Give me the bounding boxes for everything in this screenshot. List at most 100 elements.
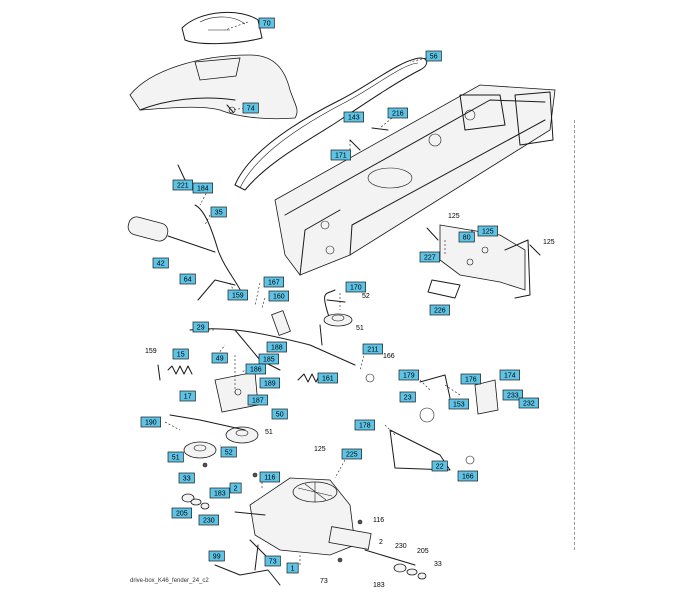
callout-number: 29 — [197, 325, 205, 332]
callout-number: 216 — [392, 111, 404, 118]
plain-label-183: 183 — [373, 582, 385, 589]
plain-label-125: 125 — [448, 213, 460, 220]
callout-number: 143 — [348, 115, 360, 122]
callout-box — [258, 353, 279, 365]
drive-belt — [234, 57, 428, 191]
callout-176: 176 — [460, 373, 481, 385]
transaxle — [234, 324, 416, 571]
plain-label-51: 51 — [265, 429, 273, 436]
plain-label-159: 159 — [145, 348, 157, 355]
callout-56: 56 — [425, 50, 442, 62]
callout-50: 50 — [271, 408, 288, 420]
callout-number: 15 — [177, 352, 185, 359]
callout-number: 33 — [183, 476, 191, 483]
callout-73: 73 — [264, 555, 281, 567]
callout-2: 2 — [229, 482, 242, 494]
callout-number: 226 — [434, 308, 446, 315]
plain-label-2: 2 — [379, 539, 383, 546]
callout-number: 187 — [252, 398, 264, 405]
plain-label-73: 73 — [320, 578, 328, 585]
callout-35: 35 — [210, 206, 227, 218]
callout-box — [220, 446, 237, 458]
callout-1: 1 — [286, 562, 299, 574]
callout-221: 221 — [172, 179, 193, 191]
callout-box — [330, 149, 351, 161]
callout-116: 116 — [259, 471, 280, 483]
callout-171: 171 — [330, 149, 351, 161]
callout-box — [518, 397, 539, 409]
callout-box — [362, 343, 383, 355]
callout-216: 216 — [387, 107, 408, 119]
callout-159: 159 — [227, 289, 248, 301]
callout-99: 99 — [208, 550, 225, 562]
callout-170: 170 — [345, 281, 366, 293]
callout-number: 22 — [436, 464, 444, 471]
callout-233: 233 — [502, 389, 523, 401]
callout-box — [399, 391, 416, 403]
callout-box — [259, 377, 280, 389]
callout-number: 17 — [184, 394, 192, 401]
callout-33: 33 — [178, 472, 195, 484]
callout-number: 116 — [264, 475, 275, 482]
callout-number: 183 — [214, 491, 226, 498]
callout-box — [460, 373, 481, 385]
callout-184: 184 — [192, 182, 213, 194]
callout-box — [259, 471, 280, 483]
callout-125: 125 — [477, 225, 498, 237]
callout-15: 15 — [172, 348, 189, 360]
callout-143: 143 — [343, 111, 364, 123]
callout-number: 188 — [271, 345, 283, 352]
plain-label-51: 51 — [356, 325, 364, 332]
callout-number: 190 — [145, 420, 157, 427]
callout-box — [178, 472, 195, 484]
callout-box — [192, 182, 213, 194]
callout-box — [317, 372, 338, 384]
frame-chassis — [274, 84, 556, 276]
callout-230: 230 — [198, 514, 219, 526]
callout-box — [152, 257, 169, 269]
callout-box — [448, 398, 469, 410]
callout-box — [227, 289, 248, 301]
callout-205: 205 — [171, 507, 192, 519]
callout-161: 161 — [317, 372, 338, 384]
callout-box — [431, 460, 448, 472]
callout-number: 52 — [225, 450, 233, 457]
callout-box — [271, 408, 288, 420]
callout-number: 2 — [234, 486, 238, 493]
callout-number: 225 — [346, 452, 358, 459]
callout-box — [210, 206, 227, 218]
callout-number: 170 — [350, 285, 362, 292]
callout-box — [192, 321, 209, 333]
callout-box — [354, 419, 375, 431]
callout-box — [140, 416, 161, 428]
callout-box — [425, 50, 442, 62]
lever-rods — [127, 204, 356, 371]
callout-number: 153 — [453, 402, 465, 409]
callout-box — [268, 290, 289, 302]
callout-number: 64 — [184, 277, 192, 284]
callout-box — [264, 555, 281, 567]
callout-number: 233 — [507, 393, 519, 400]
callout-box — [341, 448, 362, 460]
callout-49: 49 — [211, 352, 228, 364]
callout-225: 225 — [341, 448, 362, 460]
diagram-footer-code: drive-box_K46_fender_24_c2 — [130, 578, 209, 584]
callout-box — [502, 389, 523, 401]
callout-178: 178 — [354, 419, 375, 431]
fender-panel — [129, 11, 298, 120]
callout-227: 227 — [419, 251, 440, 263]
callout-number: 205 — [176, 511, 188, 518]
callout-box — [477, 225, 498, 237]
callout-number: 42 — [157, 261, 165, 268]
callout-number: 189 — [264, 381, 276, 388]
callout-box — [258, 17, 275, 29]
callout-number: 99 — [213, 554, 221, 561]
callout-box — [499, 369, 520, 381]
callout-box — [179, 390, 196, 402]
callout-number: 232 — [523, 401, 535, 408]
callout-box — [208, 550, 225, 562]
callout-number: 56 — [430, 54, 438, 61]
